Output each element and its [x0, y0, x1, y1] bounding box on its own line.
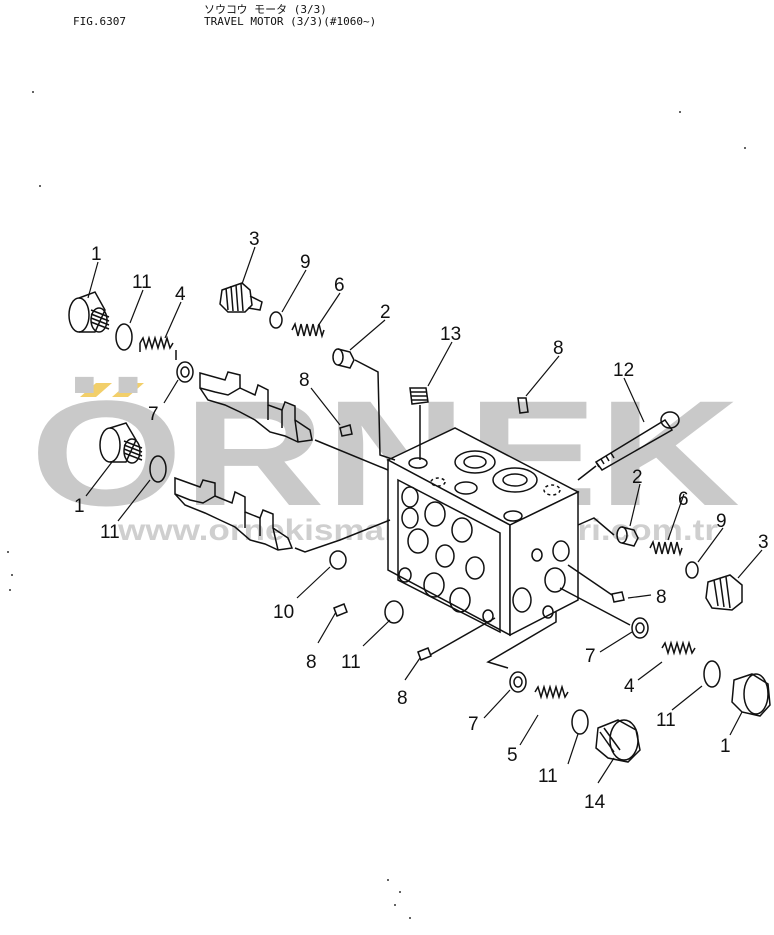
- watermark-accent-left: [80, 383, 112, 397]
- callout-leaders: [85, 246, 763, 784]
- screw-8-upper-left: [339, 424, 353, 437]
- washer-7-right: [631, 617, 649, 639]
- callout-5-bottom: 5: [507, 745, 518, 766]
- o-ring-9-top: [269, 311, 283, 329]
- callout-2-right: 2: [632, 467, 643, 488]
- plug-14-bottom: [595, 719, 641, 763]
- o-ring-11-bottom: [571, 709, 589, 735]
- callout-11-right: 11: [656, 710, 676, 731]
- callout-8-lower-left: 8: [306, 652, 317, 673]
- spring-6-top: [291, 321, 325, 339]
- screw-8-right: [611, 591, 625, 603]
- callout-7-right: 7: [585, 646, 596, 667]
- callout-7-upper-left: 7: [148, 404, 159, 425]
- screw-8-upper-right: [517, 397, 529, 414]
- callout-13: 13: [440, 324, 461, 345]
- o-ring-11-lower-left: [384, 600, 404, 624]
- callout-1-right: 1: [720, 736, 731, 757]
- plug-1-right: [731, 673, 771, 717]
- leader-spool-lower: [294, 519, 391, 553]
- callout-8-bottom: 8: [397, 688, 408, 709]
- figure-label: FIG.6307: [73, 15, 126, 28]
- washer-7-upper-left: [176, 361, 194, 383]
- spool-upper: [199, 371, 313, 443]
- callout-3-right: 3: [758, 532, 769, 553]
- callout-11-lower-left: 11: [341, 652, 361, 673]
- leader-12: [577, 465, 597, 481]
- screw-8-bottom: [417, 647, 432, 661]
- callout-8-top-right: 8: [553, 338, 564, 359]
- callout-3-top: 3: [249, 229, 260, 250]
- washer-7-bottom: [509, 671, 527, 693]
- callout-1-middle-left: 1: [74, 496, 85, 517]
- plug-3-top: [219, 282, 263, 313]
- plug-1-middle-left: [99, 422, 143, 464]
- leader-spool-upper: [314, 439, 389, 471]
- o-ring-10: [329, 550, 347, 570]
- plug-3-right: [705, 574, 743, 611]
- spring-4-right: [661, 640, 696, 656]
- callout-9-top: 9: [300, 252, 311, 273]
- o-ring-11-right: [703, 660, 721, 688]
- leader-right-7: [559, 587, 631, 626]
- callout-11-middle-left: 11: [100, 522, 120, 543]
- callout-2-top: 2: [380, 302, 391, 323]
- callout-6-right: 6: [678, 489, 689, 510]
- leader-plug-2-right: [577, 517, 615, 536]
- callout-10: 10: [273, 602, 294, 623]
- o-ring-11-middle-left: [149, 455, 167, 483]
- callout-4-right: 4: [624, 676, 635, 697]
- callout-numbers: 1 11 4 7 3 9 6 2 13 8 8 12 1 11 10 8 11 …: [74, 229, 769, 813]
- o-ring-9-right: [685, 561, 699, 579]
- o-ring-11-upper-left: [115, 323, 133, 351]
- callout-4-upper-left: 4: [175, 284, 186, 305]
- bolt-12: [594, 411, 680, 471]
- scan-specks: [7, 91, 746, 919]
- callout-1-upper-left: 1: [91, 244, 102, 265]
- plug-2-top: [332, 348, 355, 369]
- leader-bottom-group: [486, 612, 557, 669]
- leader-screw-8-bottom: [429, 617, 496, 656]
- plug-1-upper-left: [68, 291, 110, 333]
- callout-7-bottom: 7: [468, 714, 479, 735]
- callout-8-upper-left: 8: [299, 370, 310, 391]
- callout-12: 12: [613, 360, 634, 381]
- plug-2-right: [616, 526, 639, 547]
- callout-8-right: 8: [656, 587, 667, 608]
- title-japanese: ソウコウ モータ (3/3): [204, 3, 327, 16]
- leader-right-8: [567, 564, 613, 596]
- spring-5-bottom: [534, 684, 569, 700]
- callout-14: 14: [584, 792, 606, 813]
- leader-plug-2-top: [354, 359, 396, 461]
- callout-11-upper-left: 11: [132, 272, 152, 293]
- valve-body: [386, 427, 580, 637]
- callout-11-bottom: 11: [538, 766, 558, 787]
- callout-6-top: 6: [334, 275, 345, 296]
- watermark-accent-right: [112, 383, 144, 397]
- spring-4-upper-left: [139, 335, 177, 360]
- callout-9-right: 9: [716, 511, 727, 532]
- screw-8-lower-left: [333, 603, 348, 617]
- spring-6-right: [649, 539, 683, 557]
- spool-lower: [174, 476, 294, 551]
- plug-13: [409, 387, 429, 405]
- diagram-title: TRAVEL MOTOR (3/3)(#1060~): [204, 15, 377, 28]
- watermark-brand: ÖRNEK: [30, 369, 740, 537]
